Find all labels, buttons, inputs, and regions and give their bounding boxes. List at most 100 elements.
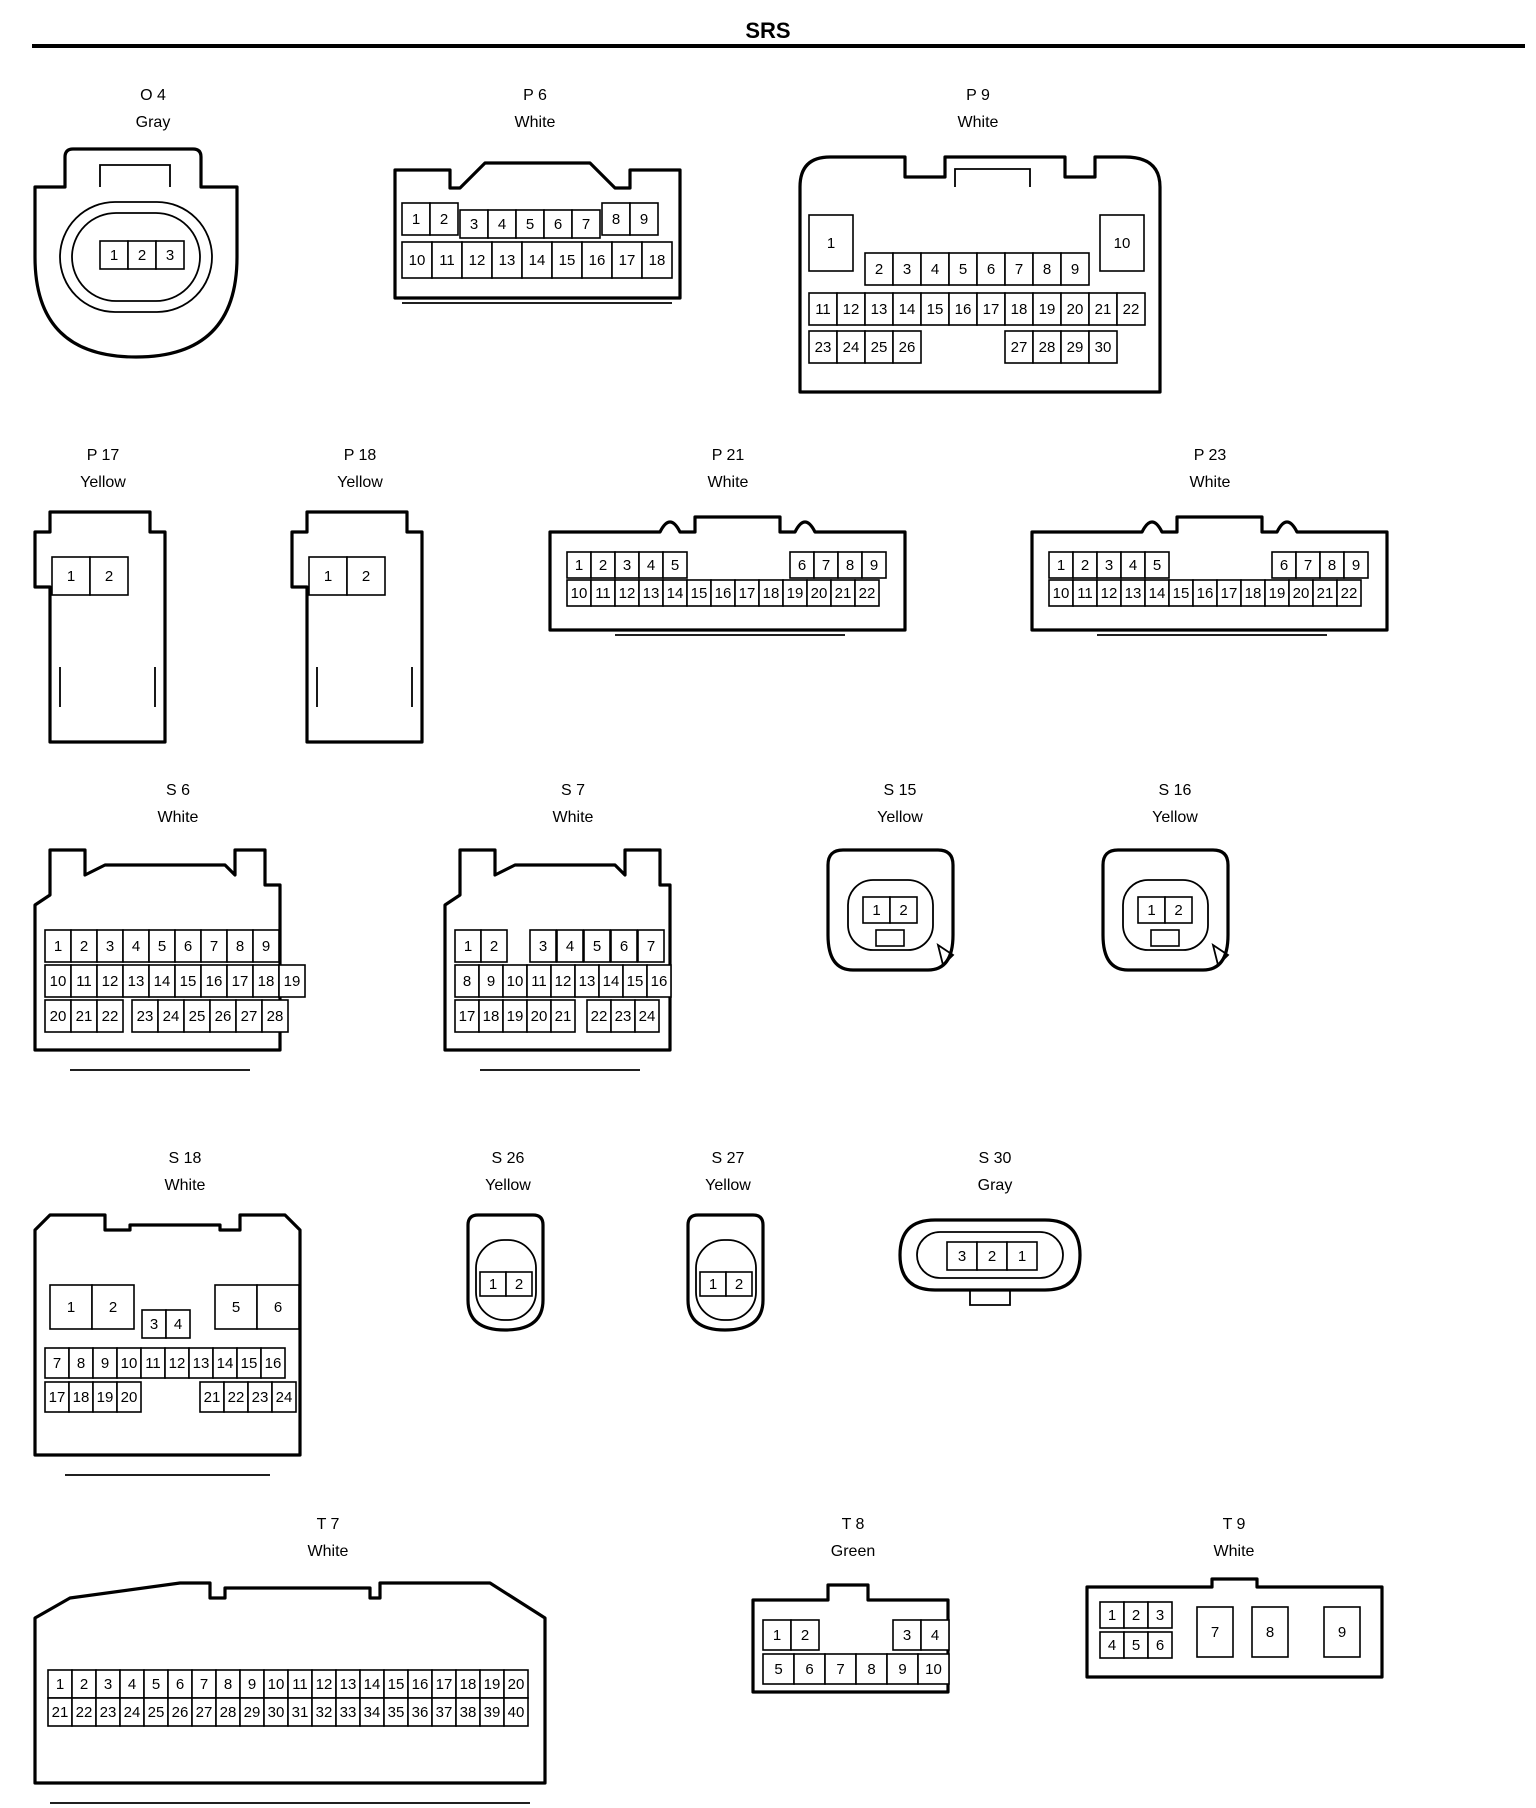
connector-s6-pin-cell — [96, 999, 124, 1033]
connector-s18-pin-label: 15 — [241, 1355, 258, 1372]
connector-s15-id-label: S 15 — [883, 782, 917, 799]
connector-s30-color-label: Gray — [977, 1177, 1013, 1194]
connector-s6-pin-label: 9 — [262, 938, 270, 955]
connector-p21-pin-cell — [854, 579, 880, 607]
connector-p9-pin-cell — [808, 214, 854, 272]
connector-p6-pin-cell — [429, 202, 459, 236]
connector-t7-pin-label: 24 — [124, 1704, 141, 1721]
connector-s7-pin-cell — [550, 999, 576, 1033]
connector-s18-pin-label: 1 — [67, 1299, 75, 1316]
connector-s27-pin-cell — [725, 1271, 753, 1297]
connector-p6-pin-label: 10 — [409, 252, 426, 269]
connector-p23-pin-label: 21 — [1317, 585, 1334, 602]
connector-p9-pin-label: 8 — [1043, 261, 1051, 278]
connector-t8-pin-label: 9 — [898, 1661, 906, 1678]
connector-p6-id-label: P 6 — [523, 87, 547, 104]
connector-p9-pin-cell — [1088, 292, 1118, 326]
connector-s6-pin-label: 4 — [132, 938, 140, 955]
connector-t7-pin-cell — [167, 1697, 193, 1727]
connector-t7-pin-label: 15 — [388, 1676, 405, 1693]
housing-detail — [847, 879, 934, 951]
connector-s27-id-label: S 27 — [711, 1150, 745, 1167]
connector-p23-pin-label: 9 — [1352, 557, 1360, 574]
connector-p21-color-label: White — [707, 474, 749, 491]
connector-s6-pin-label: 3 — [106, 938, 114, 955]
connector-p9-pin-cell — [1088, 330, 1118, 364]
connector-p9-pin-label: 20 — [1067, 301, 1084, 318]
connector-p9-pin-label: 14 — [899, 301, 916, 318]
connector-p6-color-label: White — [514, 114, 556, 131]
connector-p21-pin-label: 2 — [599, 557, 607, 574]
connector-t7-pin-label: 18 — [460, 1676, 477, 1693]
connector-s15-pin-cell — [862, 896, 891, 924]
connector-t9-pin-cell — [1147, 1601, 1173, 1629]
connector-s18-pin-label: 3 — [150, 1316, 158, 1333]
connector-p21-pin-label: 17 — [739, 585, 756, 602]
connector-s6-pin-label: 16 — [206, 973, 223, 990]
connector-t8-pin-label: 2 — [801, 1627, 809, 1644]
connector-s6-pin-cell — [200, 929, 228, 963]
connector-p9-pin-cell — [1004, 330, 1034, 364]
connector-s6-pin-label: 8 — [236, 938, 244, 955]
connector-t7-pin-label: 30 — [268, 1704, 285, 1721]
connector-p21-pin-label: 18 — [763, 585, 780, 602]
connector-t7-pin-label: 19 — [484, 1676, 501, 1693]
connector-p6-pin-cell — [401, 241, 433, 279]
connector-p23-pin-label: 4 — [1129, 557, 1137, 574]
connector-t7-pin-cell — [71, 1697, 97, 1727]
connector-p18-housing — [290, 510, 424, 744]
connector-p23-pin-label: 11 — [1077, 585, 1093, 602]
housing-detail — [59, 667, 156, 707]
connector-p9-pin-cell — [1032, 252, 1062, 286]
connector-p6-pin-label: 5 — [526, 216, 534, 233]
connector-p23-pin-label: 3 — [1105, 557, 1113, 574]
connector-t8-pin-cell — [917, 1653, 950, 1685]
connector-p18-pin-label: 2 — [362, 568, 370, 585]
connector-p9-pin-label: 25 — [871, 339, 888, 356]
connector-s18-pin-cell — [140, 1347, 166, 1379]
connector-o4-pin-label: 3 — [166, 247, 174, 264]
connector-s7-pin-cell — [610, 929, 638, 963]
connector-p21-pin-label: 14 — [667, 585, 684, 602]
connector-t7-pin-label: 10 — [268, 1676, 285, 1693]
connector-p9-pin-cell — [920, 292, 950, 326]
connector-p21-pin-cell — [710, 579, 736, 607]
connector-s7-pin-label: 6 — [620, 938, 628, 955]
connector-p6-pin-label: 11 — [439, 252, 455, 269]
connector-p9-pin-label: 29 — [1067, 339, 1084, 356]
housing-detail — [936, 942, 955, 967]
connector-t7-pin-label: 6 — [176, 1676, 184, 1693]
connector-s7-pin-label: 10 — [507, 973, 524, 990]
connector-t7-pin-label: 31 — [292, 1704, 309, 1721]
connector-t7-pin-label: 38 — [460, 1704, 477, 1721]
connector-t7-pin-label: 21 — [52, 1704, 69, 1721]
connector-s6-pin-label: 27 — [241, 1008, 258, 1025]
connector-s16-id-label: S 16 — [1158, 782, 1192, 799]
connector-p23-id-label: P 23 — [1193, 447, 1227, 464]
connector-t7-pin-cell — [359, 1697, 385, 1727]
connector-o4-pin-cell — [155, 240, 185, 270]
connector-s15-pin-cell — [889, 896, 918, 924]
connector-s6-pin-cell — [122, 929, 150, 963]
connector-s7-pin-label: 24 — [639, 1008, 656, 1025]
connector-s7-pin-label: 20 — [531, 1008, 548, 1025]
connector-p9-pin-label: 6 — [987, 261, 995, 278]
connector-p6-pin-cell — [487, 209, 517, 239]
connector-t7-pin-label: 32 — [316, 1704, 333, 1721]
connector-t9-pin-cell — [1323, 1606, 1361, 1658]
connector-p9-pin-label: 22 — [1123, 301, 1140, 318]
connector-t7-pin-cell — [503, 1697, 529, 1727]
connector-s7-pin-label: 9 — [487, 973, 495, 990]
connector-s18-pin-label: 17 — [49, 1389, 66, 1406]
connector-p21-pin-label: 9 — [870, 557, 878, 574]
connector-p23-pin-label: 22 — [1341, 585, 1358, 602]
connector-t7-pin-label: 16 — [412, 1676, 429, 1693]
connector-s6-color-label: White — [157, 809, 199, 826]
connector-p21-pin-label: 8 — [846, 557, 854, 574]
connector-p21-id-label: P 21 — [711, 447, 745, 464]
connector-p9-pin-label: 21 — [1095, 301, 1112, 318]
